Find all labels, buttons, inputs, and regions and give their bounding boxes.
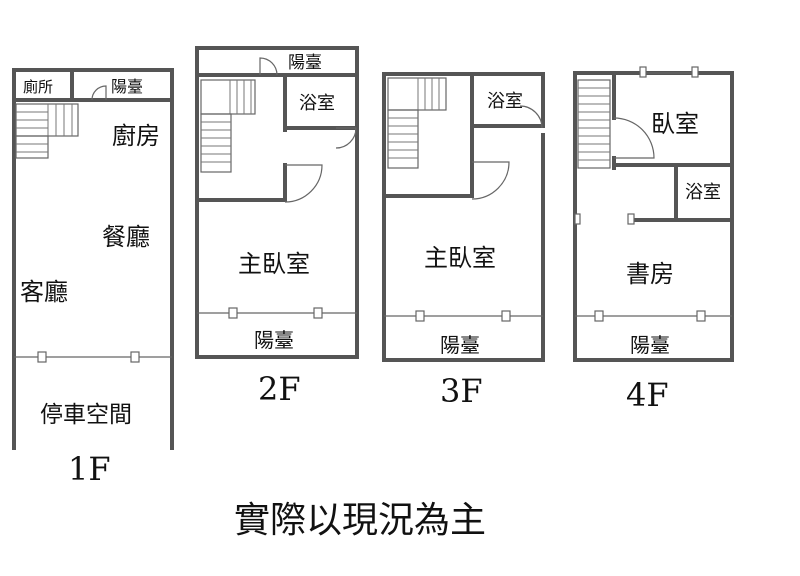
room-2f-balcony-top: 陽臺 xyxy=(288,53,322,73)
door-swing-3f-bath xyxy=(519,105,543,129)
room-4f-balcony-front: 陽臺 xyxy=(630,333,670,357)
room-1f-kitchen: 廚房 xyxy=(112,122,160,150)
column-1f-left xyxy=(37,351,47,363)
room-3f-bathroom: 浴室 xyxy=(487,91,523,112)
floor-3f-stairs xyxy=(387,77,447,169)
column-4f-side xyxy=(574,213,581,225)
room-2f-master-bedroom: 主臥室 xyxy=(238,250,310,278)
floor-3f-walls xyxy=(382,72,545,362)
room-4f-bedroom: 臥室 xyxy=(651,110,699,138)
floor-1f: 廁所 陽臺 廚房 餐廳 客廳 停車空間 1F xyxy=(12,68,174,488)
floor-4f-walls xyxy=(573,71,734,362)
floor-label-3f: 3F xyxy=(440,372,483,410)
column-3f-left xyxy=(415,310,425,322)
window-4f-jamb-left xyxy=(639,66,647,78)
door-swing-3f-bedroom xyxy=(471,161,510,200)
floor-2f: 陽臺 浴室 主臥室 陽臺 2F xyxy=(195,46,359,408)
room-2f-balcony-front: 陽臺 xyxy=(254,328,294,352)
room-2f-bathroom: 浴室 xyxy=(299,93,335,114)
room-3f-balcony-front: 陽臺 xyxy=(440,333,480,357)
column-2f-right xyxy=(313,307,323,319)
room-4f-study: 書房 xyxy=(626,260,674,288)
door-swing-2f-balcony xyxy=(259,57,278,76)
door-swing-2f-bedroom xyxy=(284,164,323,203)
column-2f-left xyxy=(228,307,238,319)
floor-label-1f: 1F xyxy=(68,450,111,488)
column-1f-right xyxy=(130,351,140,363)
room-4f-bathroom: 浴室 xyxy=(685,182,721,203)
column-3f-right xyxy=(501,310,511,322)
disclaimer-note: 實際以現況為主 xyxy=(234,500,486,541)
door-swing-4f-bedroom xyxy=(613,117,655,159)
room-1f-dining: 餐廳 xyxy=(102,223,150,251)
floor-3f: 浴室 主臥室 陽臺 3F xyxy=(382,72,545,410)
door-swing-1f-balcony xyxy=(91,85,107,101)
column-4f-mid xyxy=(627,213,635,225)
column-4f-left xyxy=(594,310,604,322)
room-1f-balcony: 陽臺 xyxy=(111,77,143,96)
floor-label-4f: 4F xyxy=(626,376,669,414)
floor-4f: 臥室 浴室 書房 陽臺 4F xyxy=(573,66,734,414)
column-4f-right xyxy=(696,310,706,322)
room-1f-toilet: 廁所 xyxy=(23,78,53,96)
door-swing-2f-bath xyxy=(335,127,357,149)
room-3f-master-bedroom: 主臥室 xyxy=(424,244,496,272)
floor-2f-walls xyxy=(195,46,359,359)
floor-4f-stairs xyxy=(577,79,611,169)
floor-label-2f: 2F xyxy=(258,370,301,408)
room-1f-living: 客廳 xyxy=(20,278,68,306)
window-4f-jamb-right xyxy=(691,66,699,78)
room-1f-parking: 停車空間 xyxy=(40,402,132,428)
floor-1f-stairs xyxy=(15,103,79,159)
floor-2f-stairs xyxy=(200,79,256,173)
